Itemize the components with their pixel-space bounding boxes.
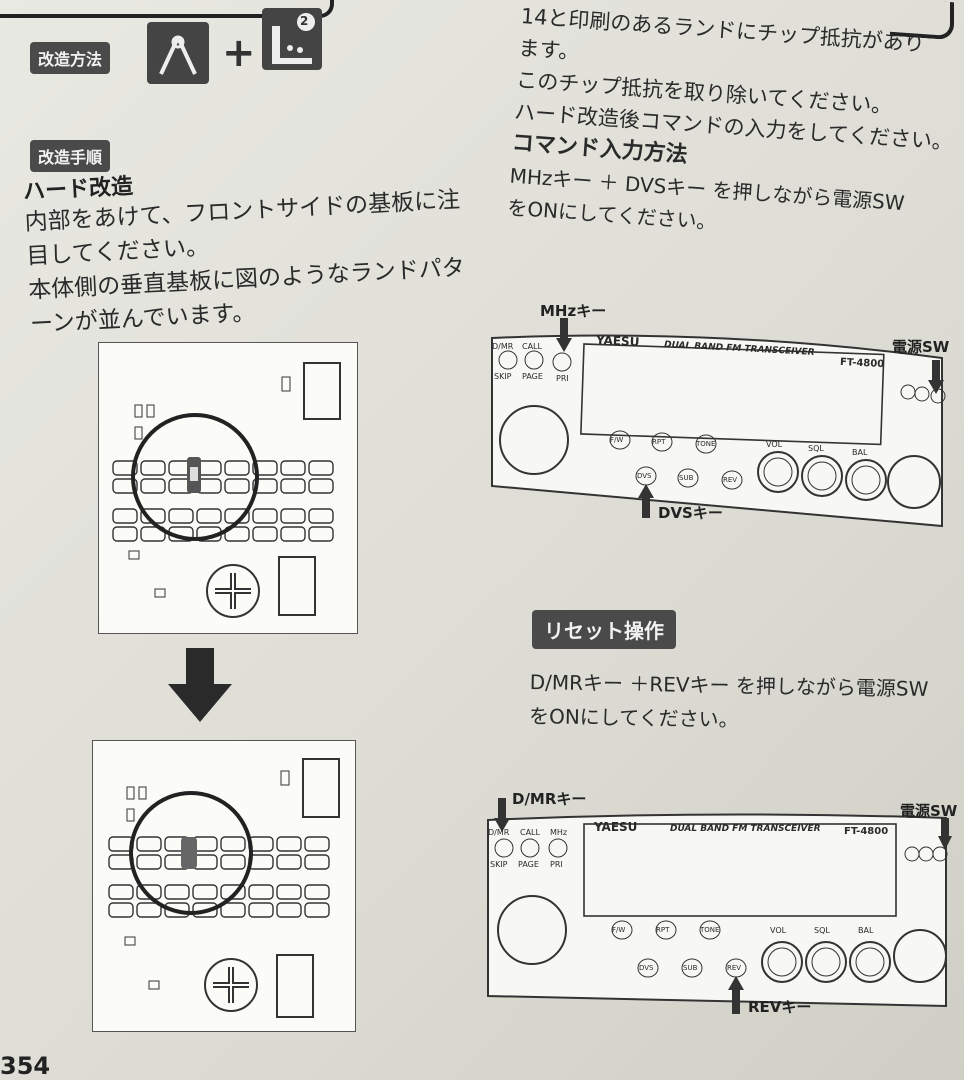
radio-2-skip-label: SKIP (490, 860, 508, 869)
radio-front-panel-2: YAESU DUAL BAND FM TRANSCEIVER FT-4800 D… (484, 810, 950, 1010)
radio-1-vol-label: VOL (766, 440, 783, 449)
radio-1-fw-label: F/W (610, 436, 624, 444)
left-text-block: ハード改造 内部をあけて、フロントサイドの基板に注 目してください。 本体側の垂… (22, 145, 500, 341)
radio-2-rev-label: REV (727, 964, 742, 972)
radio-1-bal-label: BAL (852, 448, 868, 457)
radio-1-dvs-label: DVS (637, 472, 652, 480)
radio-2-model-text: DUAL BAND FM TRANSCEIVER (670, 824, 821, 834)
page-number: 354 (0, 1052, 51, 1080)
radio-2-dvs-label: DVS (639, 964, 654, 972)
radio-2-sub-label: SUB (683, 964, 698, 972)
procedure-tag: 改造手順 (30, 140, 111, 172)
method-tag: 改造方法 (30, 42, 111, 74)
right-text-block: 14と印刷のあるランドにチップ抵抗があり ます。 このチップ抵抗を取り除いてくだ… (506, 0, 954, 253)
dmr-key-callout: D/MRキー (512, 790, 587, 808)
radio-2-outline (487, 813, 948, 1008)
soldering-badge: 2 (300, 14, 309, 28)
board-after-svg (108, 758, 340, 1018)
radio-2-page-label: PAGE (518, 860, 539, 869)
down-arrow-icon (168, 648, 232, 722)
radio-1-model-num: FT-4800 (839, 356, 885, 371)
soldering-icon: 2 (262, 8, 322, 70)
mhz-key-callout: MHzキー (540, 302, 607, 320)
radio-1-rpt-label: RPT (652, 438, 666, 446)
rev-key-callout: REVキー (748, 998, 812, 1016)
radio-2-fw-label: F/W (612, 926, 626, 934)
radio-2-dmr-label: D/MR (488, 828, 510, 837)
radio-1-rev-label: REV (723, 476, 738, 484)
dmr-arrow-icon (494, 798, 510, 838)
dvs-arrow-icon (638, 484, 654, 524)
power-sw-callout-1: 電源SW (892, 338, 950, 356)
radio-1-outline (491, 334, 946, 528)
radio-1-tone-label: TONE (696, 440, 716, 448)
dvs-key-callout: DVSキー (658, 504, 723, 522)
mhz-arrow-icon (556, 318, 572, 358)
radio-2-bal-label: BAL (858, 926, 874, 935)
board-diagram-after (92, 740, 356, 1032)
radio-2-mhz-label: MHz (550, 828, 568, 837)
plus-symbol: + (222, 30, 256, 76)
radio-front-panel-1: YAESU DUAL BAND FM TRANSCEIVER FT-4800 D… (486, 330, 948, 528)
radio-1-page-label: PAGE (522, 372, 543, 381)
power-arrow-icon-2 (938, 818, 952, 856)
top-left-banner-edge (0, 0, 334, 18)
radio-2-pri-label: PRI (550, 860, 563, 869)
power-arrow-icon-1 (928, 360, 944, 400)
board-before-svg (112, 362, 341, 618)
power-sw-callout-2: 電源SW (900, 802, 958, 820)
radio-2-vol-label: VOL (770, 926, 787, 935)
radio-2-brand: YAESU (594, 820, 638, 834)
radio-1-call-label: CALL (522, 342, 542, 351)
radio-1-skip-label: SKIP (494, 372, 512, 381)
nippers-icon (147, 22, 209, 84)
radio-2-model-num: FT-4800 (844, 826, 889, 837)
radio-1-sub-label: SUB (679, 474, 694, 482)
radio-1-dmr-label: D/MR (492, 342, 514, 351)
radio-2-sql-label: SQL (814, 926, 830, 935)
rev-arrow-icon (728, 976, 744, 1020)
radio-1-sql-label: SQL (808, 444, 824, 453)
radio-2-call-label: CALL (520, 828, 540, 837)
radio-2-tone-label: TONE (700, 926, 720, 934)
radio-1-brand: YAESU (595, 332, 640, 350)
reset-text-block: D/MRキー ＋REVキー を押しながら電源SW をONにしてください。 (529, 665, 960, 740)
radio-1-pri-label: PRI (556, 374, 569, 383)
reset-tag: リセット操作 (532, 610, 676, 649)
board-diagram-before (98, 342, 358, 634)
radio-2-rpt-label: RPT (656, 926, 670, 934)
